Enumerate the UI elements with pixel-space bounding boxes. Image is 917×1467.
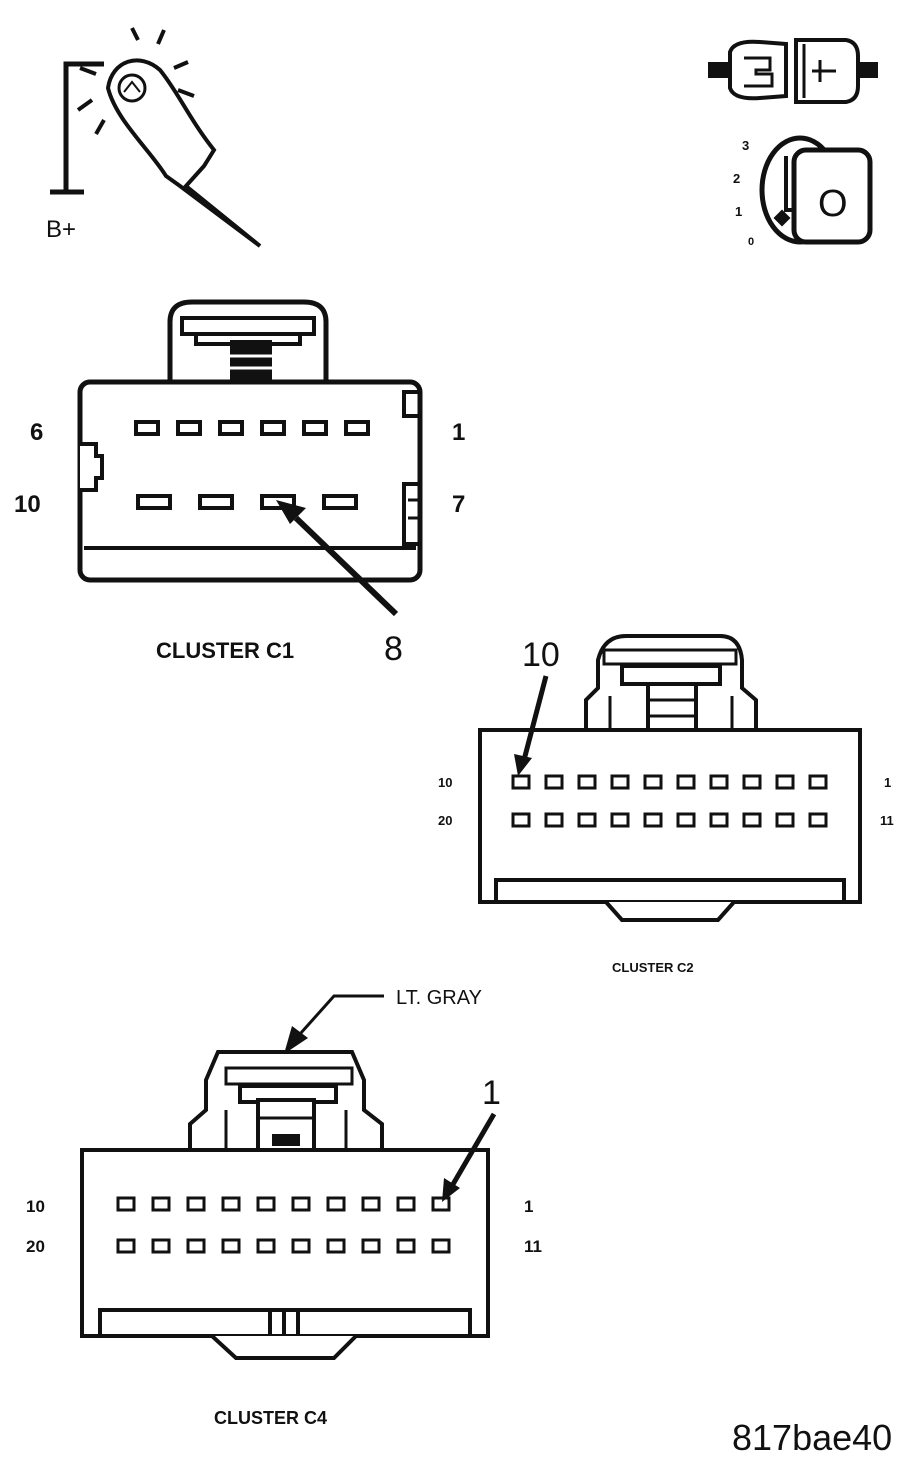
c2-bottom-pin-cavity	[709, 812, 729, 828]
c4-callout-pin-number: 1	[482, 1074, 501, 1112]
c1-top-pin-cavity	[218, 420, 244, 436]
c1-top-left-pin-number: 6	[30, 419, 43, 446]
c1-pin-cavities	[134, 420, 370, 510]
c2-bottom-pin-cavity	[610, 812, 630, 828]
c2-top-pin-cavity	[742, 774, 762, 790]
c4-top-pin-cavity	[116, 1196, 136, 1212]
c4-title: CLUSTER C4	[214, 1408, 327, 1428]
c1-bottom-left-pin-number: 10	[14, 491, 41, 518]
c4-bottom-right-pin-number: 11	[524, 1237, 542, 1256]
c1-top-pin-cavity	[302, 420, 328, 436]
c1-top-pin-cavity	[176, 420, 202, 436]
c4-top-pin-cavity	[151, 1196, 171, 1212]
figure-code: 817bae40	[732, 1417, 892, 1458]
c2-top-right-pin-number: 1	[884, 775, 891, 790]
c2-title: CLUSTER C2	[612, 960, 694, 975]
c4-top-pin-cavity	[396, 1196, 416, 1212]
c2-top-pin-cavity	[808, 774, 828, 790]
c1-top-right-pin-number: 1	[452, 419, 465, 446]
c2-bottom-pin-cavity	[577, 812, 597, 828]
c4-bottom-pin-cavity	[186, 1238, 206, 1254]
c4-top-pin-cavity	[256, 1196, 276, 1212]
c1-bottom-right-pin-number: 7	[452, 491, 465, 518]
c2-top-pin-cavity	[544, 774, 564, 790]
c4-top-pin-cavity	[361, 1196, 381, 1212]
c4-bottom-pin-cavity	[291, 1238, 311, 1254]
c2-bottom-pin-cavity	[775, 812, 795, 828]
c1-top-pin-cavity	[344, 420, 370, 436]
c2-top-pin-cavity	[676, 774, 696, 790]
c2-pin-cavities	[511, 774, 828, 828]
c4-top-pin-cavity	[186, 1196, 206, 1212]
c4-bottom-pin-cavity	[151, 1238, 171, 1254]
c4-bottom-pin-cavity	[221, 1238, 241, 1254]
c2-bottom-left-pin-number: 20	[438, 813, 452, 828]
ignition-position-2: 2	[733, 171, 740, 186]
connector-c4: LT. GRAY 10 1 20 11 1 CLUSTER C4	[26, 987, 542, 1428]
ignition-position-0: 0	[748, 236, 754, 248]
ignition-key-icon: O 3 2 1 0	[733, 135, 873, 248]
c1-top-pin-cavity	[260, 420, 286, 436]
c4-top-pin-cavity	[431, 1196, 451, 1212]
c2-bottom-pin-cavity	[511, 812, 531, 828]
c4-bottom-pin-cavity	[326, 1238, 346, 1254]
c2-top-pin-cavity	[775, 774, 795, 790]
c1-top-pin-cavity	[134, 420, 160, 436]
c1-title: CLUSTER C1	[156, 638, 294, 663]
c4-top-left-pin-number: 10	[26, 1197, 45, 1216]
c2-top-pin-cavity	[709, 774, 729, 790]
c4-top-pin-cavity	[326, 1196, 346, 1212]
ignition-position-1: 1	[735, 204, 742, 219]
c4-pin-cavities	[116, 1196, 451, 1254]
supply-label: B+	[46, 216, 76, 243]
c2-callout-pin-number: 10	[522, 636, 560, 674]
c1-callout-pin-number: 8	[384, 630, 403, 668]
c4-top-pin-cavity	[291, 1196, 311, 1212]
c2-bottom-pin-cavity	[643, 812, 663, 828]
c4-bottom-pin-cavity	[361, 1238, 381, 1254]
c2-bottom-right-pin-number: 11	[880, 813, 894, 828]
c2-bottom-pin-cavity	[808, 812, 828, 828]
test-light-probe-icon: B+	[46, 27, 262, 248]
c2-top-pin-cavity	[643, 774, 663, 790]
c2-top-pin-cavity	[511, 774, 531, 790]
c2-top-left-pin-number: 10	[438, 775, 452, 790]
disconnect-connector-icon	[708, 38, 878, 104]
c2-top-pin-cavity	[577, 774, 597, 790]
c2-top-pin-cavity	[610, 774, 630, 790]
connector-c1: 6 1 10 7 8 CLUSTER C1	[14, 299, 465, 668]
c4-bottom-left-pin-number: 20	[26, 1237, 45, 1256]
c4-bottom-pin-cavity	[396, 1238, 416, 1254]
c4-bottom-pin-cavity	[116, 1238, 136, 1254]
c4-color-label: LT. GRAY	[396, 987, 482, 1009]
c4-bottom-pin-cavity	[256, 1238, 276, 1254]
c4-top-pin-cavity	[221, 1196, 241, 1212]
connector-c2: 10 1 20 11 10 CLUSTER C2	[438, 634, 894, 975]
c1-bottom-pin-cavity	[198, 494, 234, 510]
c4-bottom-pin-cavity	[431, 1238, 451, 1254]
c1-bottom-pin-cavity	[136, 494, 172, 510]
c1-bottom-pin-cavity	[322, 494, 358, 510]
ignition-position-3: 3	[742, 138, 749, 153]
c2-bottom-pin-cavity	[742, 812, 762, 828]
ignition-key-label: O	[818, 183, 848, 225]
c4-top-right-pin-number: 1	[524, 1197, 533, 1216]
c2-bottom-pin-cavity	[676, 812, 696, 828]
c2-bottom-pin-cavity	[544, 812, 564, 828]
